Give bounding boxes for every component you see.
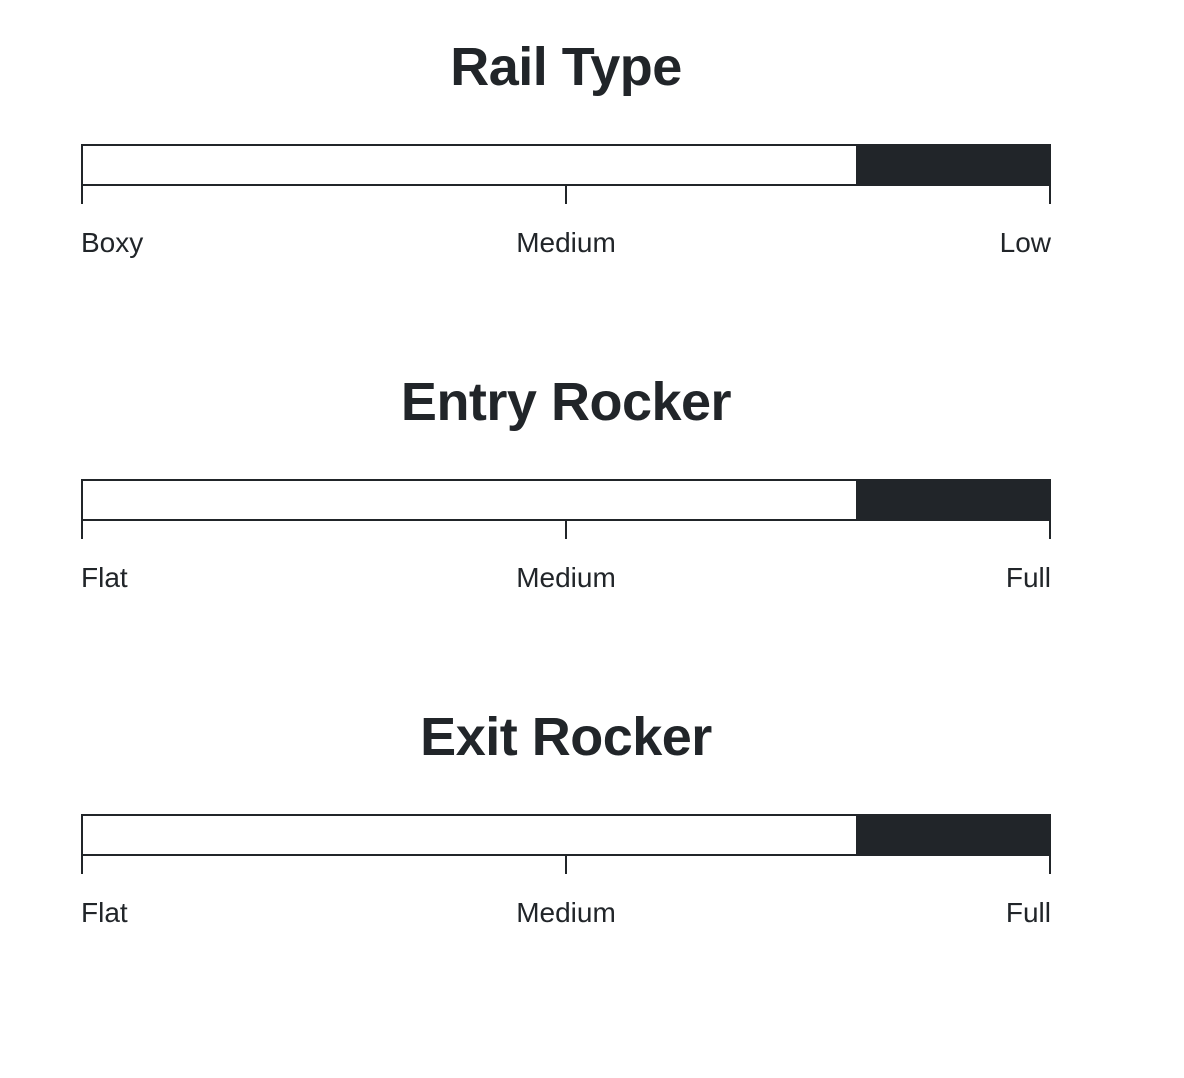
spec-block-exit-rocker: Exit Rocker Flat Medium Full [81,710,1051,930]
spec-title: Exit Rocker [420,707,712,767]
tick-mark-start [81,856,83,874]
scale-labels: Flat Medium Full [81,561,1051,595]
spec-title: Entry Rocker [400,372,732,432]
scale-label-left: Flat [81,562,128,593]
scale-label-left: Boxy [81,227,144,258]
scale-labels: Boxy Medium Low [81,226,1051,260]
spec-block-entry-rocker: Entry Rocker Flat Medium Full [81,375,1051,595]
tick-mark-middle [565,521,567,539]
scale-track[interactable] [81,144,1051,186]
spec-title: Rail Type [450,37,682,97]
scale-labels: Flat Medium Full [81,896,1051,930]
scale-label-right: Low [999,227,1051,258]
scale-ticks [81,186,1051,204]
scale-label-left: Flat [81,897,128,928]
scale-fill [855,146,1049,184]
tick-mark-start [81,186,83,204]
tick-mark-end [1049,186,1051,204]
scale-fill [855,481,1049,519]
scale-meter[interactable]: Boxy Medium Low [81,144,1051,260]
scale-label-center: Medium [516,227,616,258]
tick-mark-middle [565,856,567,874]
tick-mark-end [1049,856,1051,874]
tick-mark-start [81,521,83,539]
tick-mark-end [1049,521,1051,539]
scale-label-right: Full [1005,897,1051,928]
tick-mark-middle [565,186,567,204]
scale-ticks [81,856,1051,874]
scale-label-center: Medium [516,897,616,928]
scale-label-right: Full [1005,562,1051,593]
scale-label-center: Medium [516,562,616,593]
scale-ticks [81,521,1051,539]
spec-block-rail-type: Rail Type Boxy Medium Low [81,40,1051,260]
scale-track[interactable] [81,814,1051,856]
scale-meter[interactable]: Flat Medium Full [81,814,1051,930]
scale-fill [855,816,1049,854]
scale-track[interactable] [81,479,1051,521]
scale-meter[interactable]: Flat Medium Full [81,479,1051,595]
